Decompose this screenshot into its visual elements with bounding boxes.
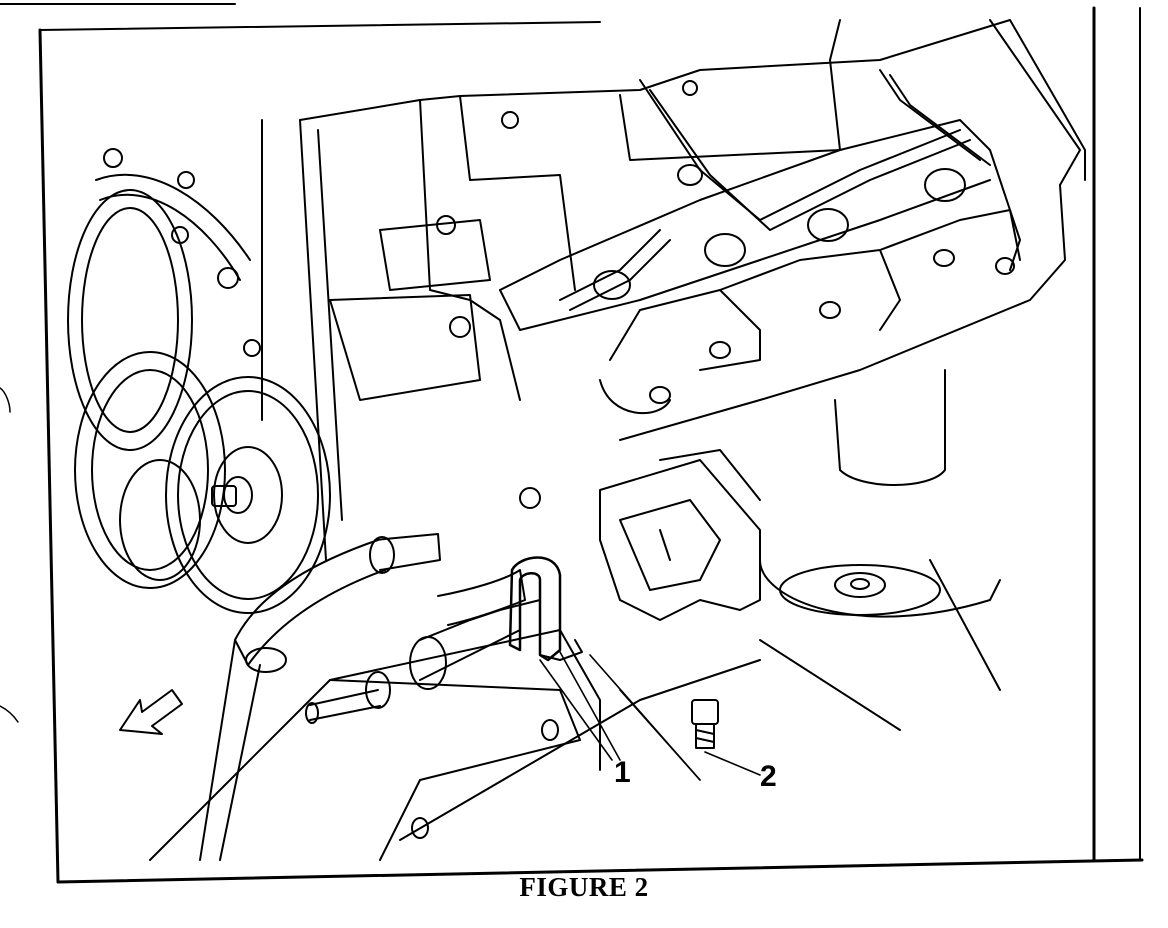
hose-assembly bbox=[199, 533, 541, 861]
engine-block bbox=[299, 19, 1086, 441]
drive-belt bbox=[261, 119, 343, 561]
bolts bbox=[103, 80, 698, 509]
mount-bracket bbox=[599, 449, 761, 621]
oil-filter-housing bbox=[759, 369, 1001, 731]
scan-border bbox=[0, 3, 1144, 884]
front-arrow-icon bbox=[119, 689, 183, 735]
injector-cups bbox=[593, 164, 1015, 404]
part-1-clamp bbox=[508, 556, 583, 662]
scan-marks bbox=[0, 387, 19, 723]
part-2-bolt bbox=[691, 699, 719, 749]
pulley-stack bbox=[67, 173, 251, 589]
power-steering-pulley bbox=[165, 376, 331, 614]
leader-lines bbox=[539, 651, 761, 781]
frame-rail bbox=[149, 629, 761, 861]
callout-label-2: 2 bbox=[760, 760, 777, 793]
fuel-injector-rail bbox=[499, 69, 1021, 414]
figure-caption: FIGURE 2 bbox=[519, 872, 649, 902]
callout-label-1: 1 bbox=[614, 756, 631, 789]
